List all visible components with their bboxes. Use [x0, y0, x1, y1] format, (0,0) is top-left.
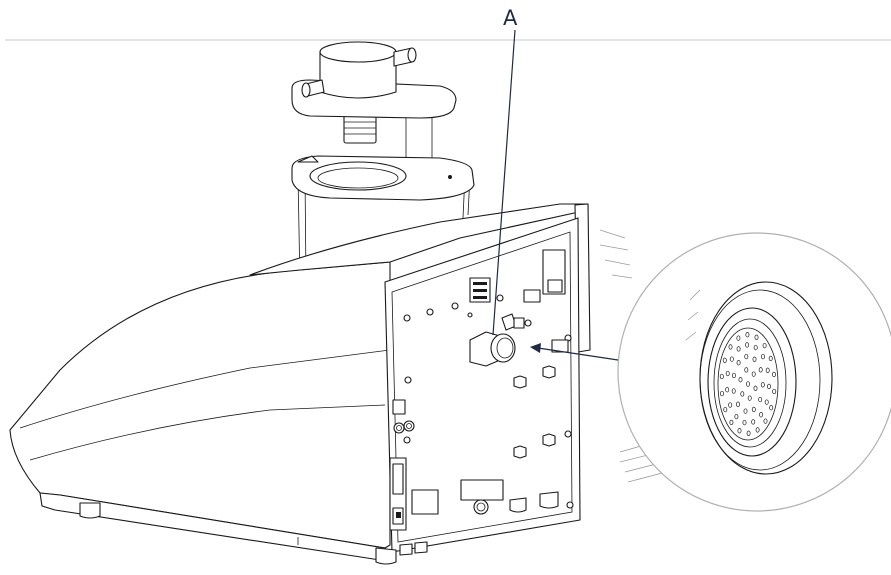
perforation-hole: [772, 371, 776, 378]
perforation-hole: [751, 371, 756, 377]
perforation-hole: [728, 402, 733, 408]
perforation-hole: [759, 412, 764, 418]
perforation-hole: [737, 428, 742, 434]
perforation-hole: [758, 396, 763, 403]
perforation-hole: [736, 335, 741, 341]
perforation-hole: [745, 342, 750, 348]
device-feet: [79, 491, 559, 565]
main-housing: [9, 203, 667, 565]
perforation-hole: [746, 381, 750, 387]
perforation-hole: [752, 356, 757, 362]
panel-bolts: [393, 365, 556, 459]
perforation-hole: [740, 391, 745, 397]
detail-arrow: [530, 343, 619, 361]
perforation-hole: [753, 344, 758, 351]
perforation-hole: [763, 418, 768, 424]
connector-nut: [469, 331, 516, 367]
perforation-hole: [754, 334, 759, 340]
perforation-hole: [769, 405, 774, 411]
perforation-hole: [719, 373, 724, 380]
perforation-hole: [734, 413, 739, 420]
perforation-hole: [753, 385, 758, 391]
perforation-hole: [751, 406, 756, 413]
perforation-hole: [725, 370, 730, 377]
perforation-hole: [728, 344, 733, 350]
perforation-hole: [736, 360, 741, 366]
perforation-hole: [736, 346, 741, 352]
perforation-hole: [722, 357, 727, 363]
perforation-hole: [738, 377, 743, 383]
perforation-hole: [742, 419, 747, 426]
perforation-hole: [745, 332, 750, 338]
perforation-hole: [729, 356, 734, 362]
panel-screws: [403, 294, 574, 509]
perforation-hole: [772, 388, 777, 395]
perforation-hole: [764, 399, 769, 405]
perforation-hole: [768, 355, 773, 362]
perforation-hole: [731, 372, 736, 379]
perforation-hole: [736, 401, 740, 407]
perforation-hole: [758, 367, 763, 373]
perforation-hole: [720, 390, 724, 397]
perforation-hole: [731, 388, 736, 394]
sample-holder-assembly: [291, 41, 475, 286]
perforation-hole: [744, 353, 749, 360]
perforation-hole: [747, 395, 752, 401]
perforation-hole: [765, 367, 770, 373]
perforation-hole: [755, 427, 760, 433]
perforation-hole: [761, 353, 765, 360]
perforation-hole: [723, 406, 728, 413]
callout-a-leader: [492, 29, 516, 336]
perforation-hole: [746, 430, 751, 436]
perforation-holes: [719, 332, 777, 436]
perforation-hole: [751, 419, 756, 425]
perforation-hole: [762, 342, 767, 349]
detail-magnifier: [617, 232, 891, 512]
perforation-hole: [725, 387, 730, 393]
hose-fitting: [501, 313, 532, 331]
perforation-hole: [729, 419, 734, 426]
perforation-hole: [744, 367, 749, 373]
perforation-hole: [760, 382, 765, 388]
perforation-hole: [743, 408, 748, 414]
callout-label-a: A: [503, 6, 518, 30]
perforation-hole: [767, 383, 771, 390]
power-switch-panel: [389, 457, 407, 531]
